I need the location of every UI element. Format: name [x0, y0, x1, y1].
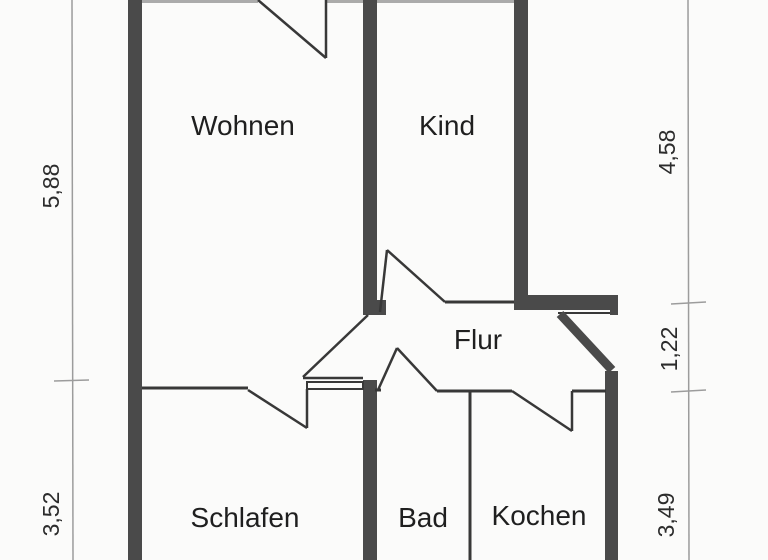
schlafen-bad-wall [363, 380, 377, 560]
kind-right-outer-wall [514, 0, 528, 310]
dimension-lines [53, 0, 707, 560]
left-outer-wall [128, 0, 142, 560]
bad-door-leaf [376, 347, 399, 391]
room-label-kind: Kind [419, 110, 475, 141]
walls-thin [142, 300, 606, 560]
top-wall-remnant-kind [377, 0, 514, 3]
schlafen-door-swing [247, 388, 308, 430]
entrance-top-wall-lip [610, 309, 618, 315]
dim-label-5-88: 5,88 [38, 164, 64, 209]
dim-label-4-58: 4,58 [654, 130, 680, 175]
flur-schlafen-wall-segment [306, 381, 364, 390]
entrance-door-leaf [556, 310, 616, 374]
right-dimension-tick-lower [670, 389, 707, 393]
door-swings [247, 0, 616, 433]
room-label-bad: Bad [398, 502, 448, 533]
dim-label-3-52: 3,52 [38, 492, 64, 537]
right-lower-outer-wall [605, 371, 618, 560]
dim-label-3-49: 3,49 [653, 493, 679, 538]
top-wall-remnant-wohnen-right [326, 0, 363, 3]
dimension-labels: 5,88 3,52 4,58 1,22 3,49 [38, 130, 682, 538]
left-dimension-tick [53, 379, 90, 382]
entrance-top-wall [514, 295, 618, 310]
right-dimension-line [687, 0, 690, 560]
bad-door-swing [396, 347, 438, 392]
left-dimension-line [71, 0, 74, 560]
walls-thick [128, 0, 618, 560]
wohnen-kind-wall [363, 0, 377, 315]
top-wall-remnant-wohnen-left [142, 0, 258, 3]
room-label-flur: Flur [454, 324, 502, 355]
kochen-door-swing [511, 389, 573, 433]
room-label-schlafen: Schlafen [191, 502, 300, 533]
kind-door-leaf [378, 249, 389, 313]
balcony-door-swing [257, 0, 327, 59]
room-labels: Wohnen Kind Flur Schlafen Bad Kochen [191, 110, 587, 533]
right-dimension-tick-upper [670, 301, 707, 305]
dim-label-1-22: 1,22 [656, 327, 682, 372]
room-label-kochen: Kochen [492, 500, 587, 531]
top-wall-remnants [142, 0, 514, 3]
wohnen-door-leaf [302, 314, 369, 378]
kind-door-swing [386, 249, 446, 303]
room-label-wohnen: Wohnen [191, 110, 295, 141]
